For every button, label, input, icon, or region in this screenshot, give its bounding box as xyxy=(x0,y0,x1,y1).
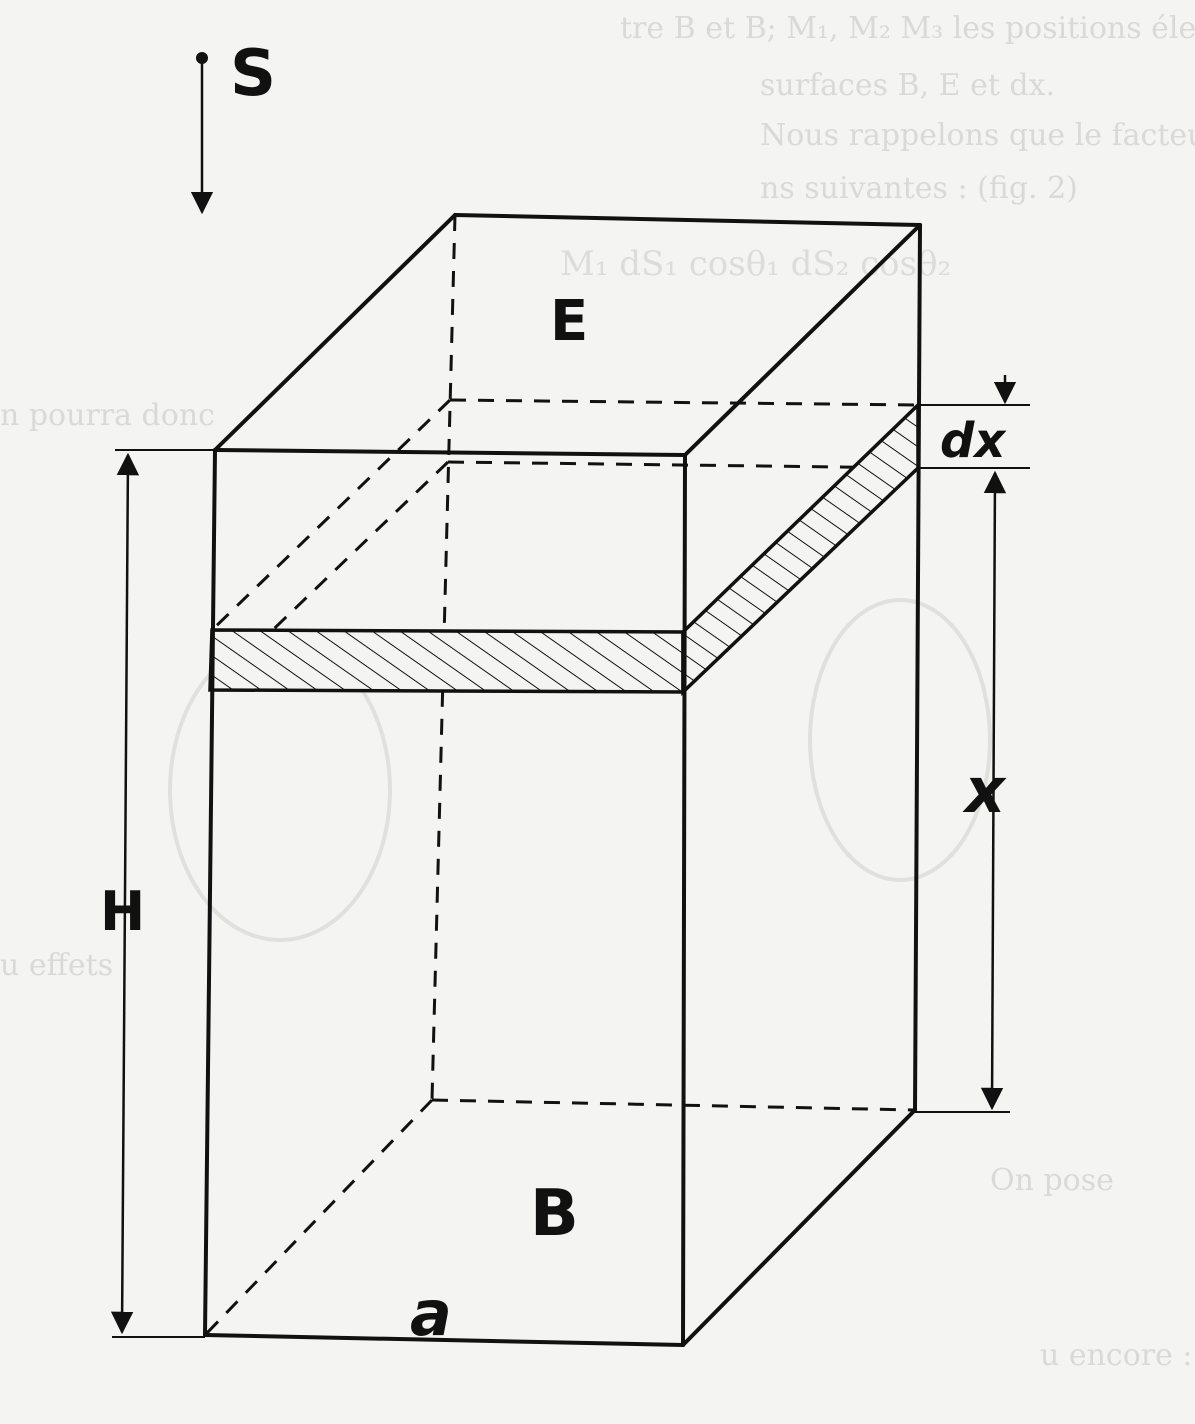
bleed-line-5: M₁ dS₁ cosθ₁ dS₂ cosθ₂ xyxy=(560,244,951,284)
bottom-front-edge xyxy=(203,1333,685,1347)
back-right-vertical-edge xyxy=(913,223,922,1112)
top-right-edge xyxy=(683,223,922,457)
visible-edges xyxy=(203,213,922,1347)
bleed-circle-right xyxy=(808,598,992,882)
hidden-slice-top-left-edge xyxy=(210,398,452,632)
slice-dx xyxy=(208,400,920,697)
hidden-vertical-back-left-edge xyxy=(430,214,457,1101)
height-label: H xyxy=(100,880,145,943)
bleed-line-4: ns suivantes : (fig. 2) xyxy=(760,171,1078,206)
bleed-through-text: tre B et B; M₁, M₂ M₃ les positions élec… xyxy=(0,11,1195,1373)
labels: S E B H a x dx xyxy=(100,37,1007,1350)
slice-thickness-label: dx xyxy=(940,413,1007,469)
hidden-bottom-left-edge xyxy=(203,1098,434,1337)
base-side-label: a xyxy=(410,1277,452,1350)
top-front-edge xyxy=(213,448,687,457)
height-dimension-arrow xyxy=(110,452,140,1335)
slice-front-face xyxy=(208,628,685,694)
dimension-arrows xyxy=(110,52,1017,1335)
bleed-line-1: tre B et B; M₁, M₂ M₃ les positions élec… xyxy=(620,11,1195,46)
top-left-edge xyxy=(213,213,457,452)
hidden-bottom-back-edge xyxy=(431,1098,916,1112)
bleed-line-9: u encore : xyxy=(1040,1338,1193,1373)
hidden-slice-top-back-edge xyxy=(449,398,919,407)
x-dimension-arrow xyxy=(980,470,1007,1111)
bleed-line-8: On pose xyxy=(990,1163,1114,1198)
extension-lines xyxy=(112,404,1030,1338)
source-label: S xyxy=(230,37,276,111)
top-back-edge xyxy=(453,213,922,227)
bottom-right-edge xyxy=(681,1108,917,1347)
bottom-face-label: B xyxy=(530,1177,579,1251)
bleed-line-3: Nous rappelons que le facteur d'angle es… xyxy=(760,118,1195,153)
top-face-label: E xyxy=(550,289,588,354)
bleed-line-6: n pourra donc xyxy=(0,398,215,433)
bleed-line-2: surfaces B, E et dx. xyxy=(760,68,1055,103)
depth-label: x xyxy=(962,754,1007,827)
bleed-line-7: u effets xyxy=(0,948,113,983)
slice-side-face xyxy=(681,400,920,697)
front-left-vertical-edge xyxy=(203,448,217,1337)
source-point xyxy=(196,52,208,64)
front-right-vertical-edge xyxy=(681,453,687,1347)
